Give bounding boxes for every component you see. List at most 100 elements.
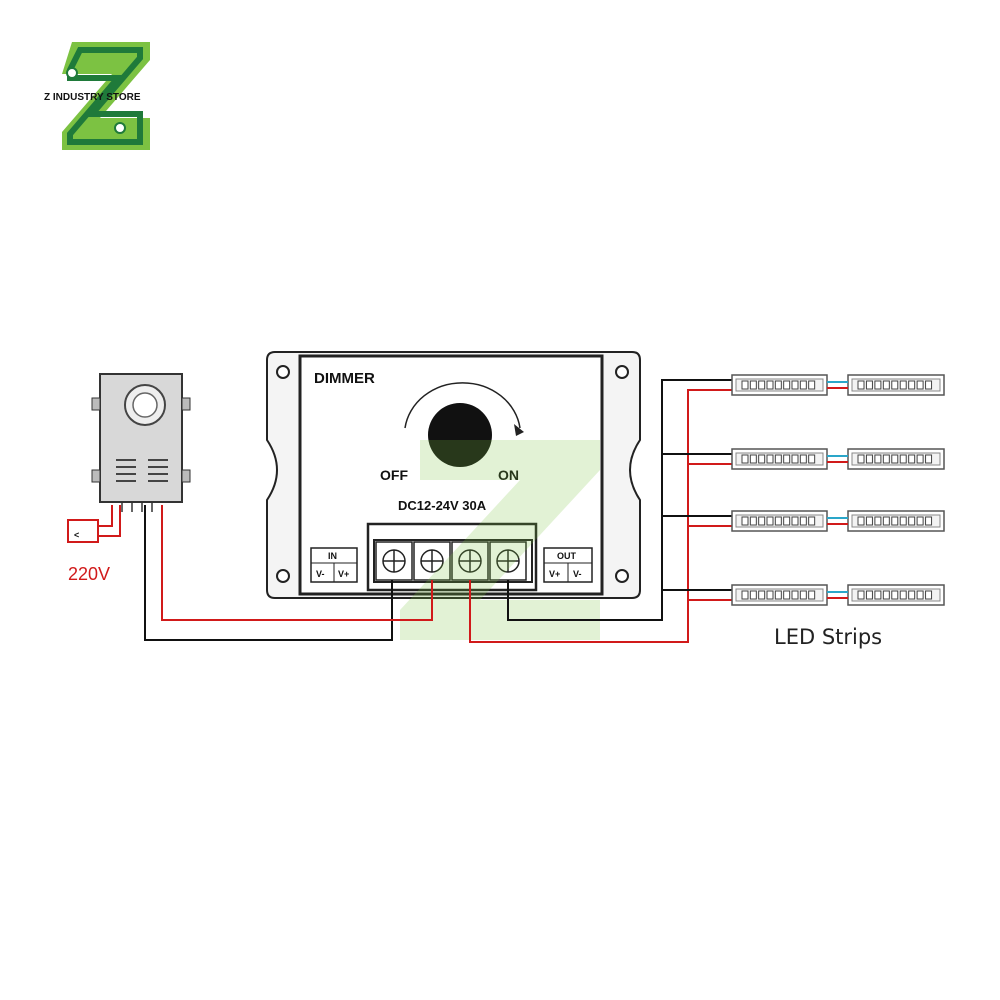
- led-chip-icon: [882, 380, 890, 390]
- on-label: ON: [498, 467, 519, 483]
- led-strip-segment: [731, 448, 828, 470]
- led-chip-icon: [882, 516, 890, 526]
- brand-name: Z INDUSTRY STORE: [44, 92, 141, 103]
- led-chip-icon: [865, 454, 873, 464]
- led-chip-icon: [874, 380, 882, 390]
- led-chip-icon: [741, 454, 749, 464]
- input-wires: [144, 505, 433, 641]
- led-strip-segment: [847, 448, 945, 470]
- led-chip-icon: [899, 590, 907, 600]
- led-chip-icon: [799, 454, 807, 464]
- led-chip-icon: [857, 380, 865, 390]
- led-chip-icon: [882, 454, 890, 464]
- brand-logo: Z INDUSTRY STORE: [44, 42, 150, 150]
- out-title: OUT: [557, 551, 577, 561]
- out-minus: V-: [573, 569, 582, 579]
- led-chip-icon: [791, 516, 799, 526]
- led-chip-icon: [783, 590, 791, 600]
- led-chip-icon: [857, 516, 865, 526]
- led-chip-icon: [791, 454, 799, 464]
- led-chip-icon: [908, 590, 916, 600]
- led-chip-icon: [758, 454, 766, 464]
- led-chip-icon: [741, 590, 749, 600]
- led-chip-icon: [774, 380, 782, 390]
- led-chip-icon: [758, 380, 766, 390]
- off-label: OFF: [380, 467, 408, 483]
- led-chip-icon: [899, 380, 907, 390]
- led-chip-icon: [783, 380, 791, 390]
- output-wires: [469, 379, 735, 643]
- led-chip-icon: [774, 454, 782, 464]
- led-chip-icon: [783, 516, 791, 526]
- led-chip-icon: [916, 380, 924, 390]
- led-chip-icon: [925, 590, 933, 600]
- led-chip-icon: [908, 380, 916, 390]
- rating-label: DC12-24V 30A: [398, 498, 487, 513]
- led-chip-icon: [891, 380, 899, 390]
- led-chip-icon: [741, 516, 749, 526]
- led-strip-segment: [847, 374, 945, 396]
- led-chip-icon: [925, 380, 933, 390]
- led-chip-icon: [808, 380, 816, 390]
- led-chip-icon: [808, 590, 816, 600]
- led-chip-icon: [865, 590, 873, 600]
- led-chip-icon: [908, 516, 916, 526]
- led-strip-segment: [731, 510, 828, 532]
- led-chip-icon: [899, 516, 907, 526]
- in-title: IN: [328, 551, 337, 561]
- led-chip-icon: [899, 454, 907, 464]
- led-chip-icon: [925, 516, 933, 526]
- led-chip-icon: [766, 454, 774, 464]
- led-chip-icon: [916, 590, 924, 600]
- out-plus: V+: [549, 569, 560, 579]
- in-minus: V-: [316, 569, 325, 579]
- led-chip-icon: [808, 516, 816, 526]
- svg-text:<: <: [74, 530, 79, 540]
- led-chip-icon: [791, 590, 799, 600]
- led-chip-icon: [891, 590, 899, 600]
- led-chip-icon: [749, 380, 757, 390]
- terminal-screws: [375, 541, 527, 581]
- power-supply: < 220V: [67, 373, 191, 584]
- led-chip-icon: [799, 590, 807, 600]
- led-chip-icon: [758, 516, 766, 526]
- watermark-logo: [400, 440, 600, 640]
- led-chip-icon: [741, 380, 749, 390]
- vent-slots-icon: [116, 459, 168, 482]
- led-chip-icon: [891, 454, 899, 464]
- led-chip-icon: [774, 516, 782, 526]
- dimmer-knob[interactable]: [428, 403, 492, 467]
- led-chip-icon: [783, 454, 791, 464]
- led-chip-icon: [749, 516, 757, 526]
- led-strip-segment: [731, 584, 828, 606]
- led-chip-icon: [857, 590, 865, 600]
- led-strips-label: LED Strips: [774, 625, 882, 649]
- led-strip-segment: [731, 374, 828, 396]
- input-voltage-label: 220V: [68, 564, 110, 584]
- out-terminal-label: OUT V+ V-: [543, 547, 593, 583]
- led-chip-icon: [908, 454, 916, 464]
- led-chip-icon: [791, 380, 799, 390]
- led-chip-icon: [774, 590, 782, 600]
- in-terminal-label: IN V- V+: [310, 547, 358, 583]
- led-chip-icon: [891, 516, 899, 526]
- in-plus: V+: [338, 569, 349, 579]
- dimmer-title: DIMMER: [314, 370, 375, 387]
- led-chip-icon: [799, 516, 807, 526]
- led-chip-icon: [874, 590, 882, 600]
- led-chip-icon: [766, 590, 774, 600]
- led-chip-icon: [874, 454, 882, 464]
- led-chip-icon: [916, 516, 924, 526]
- led-chip-icon: [749, 454, 757, 464]
- led-strip-segment: [847, 510, 945, 532]
- led-chip-icon: [749, 590, 757, 600]
- led-chip-icon: [916, 454, 924, 464]
- led-chip-icon: [882, 590, 890, 600]
- led-chip-icon: [766, 380, 774, 390]
- led-chip-icon: [865, 380, 873, 390]
- led-chip-icon: [865, 516, 873, 526]
- led-chip-icon: [758, 590, 766, 600]
- led-chip-icon: [925, 454, 933, 464]
- led-chip-icon: [857, 454, 865, 464]
